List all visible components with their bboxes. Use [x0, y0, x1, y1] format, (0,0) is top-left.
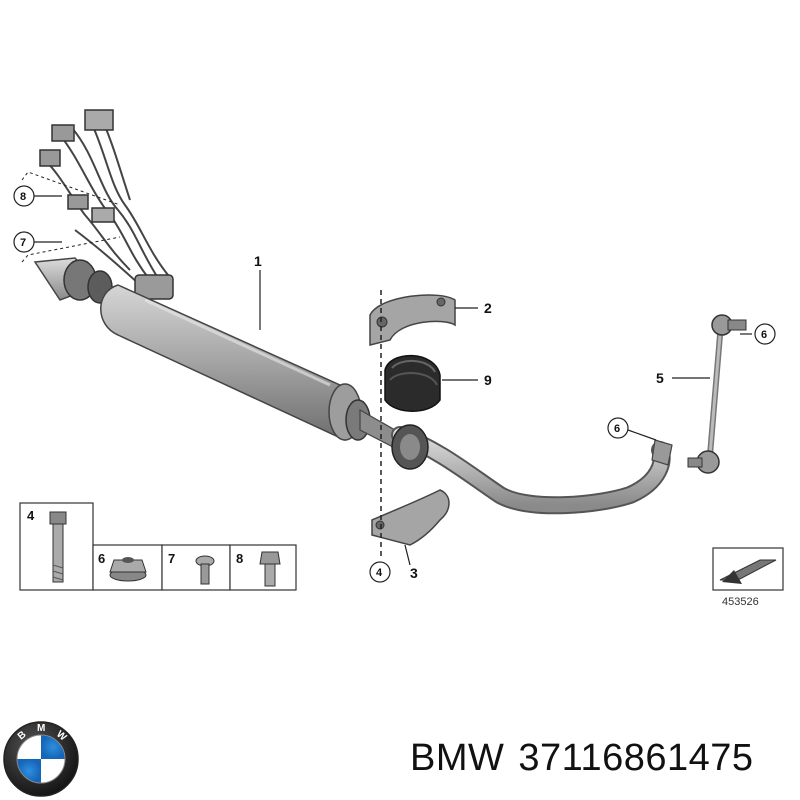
wiring-harness — [39, 109, 174, 300]
callout-circle-4: 4 — [369, 561, 391, 583]
stabilizer-link — [687, 314, 747, 474]
callout-5: 5 — [656, 370, 664, 386]
part-number: 37116861475 — [518, 737, 754, 779]
callout-6-top: 6 — [761, 329, 767, 341]
callout-8: 8 — [20, 191, 26, 203]
inset-label-7: 7 — [168, 551, 175, 566]
callout-circle-6-bottom: 6 — [607, 417, 629, 439]
callout-circle-8: 8 — [13, 185, 35, 207]
stabilizer-bar-right — [391, 424, 673, 515]
callout-6-bottom: 6 — [614, 423, 620, 435]
bracket-upper — [369, 294, 456, 346]
callout-9: 9 — [484, 372, 492, 388]
svg-text:M: M — [37, 723, 45, 734]
reference-number: 453526 — [722, 596, 759, 608]
flange-nut-icon — [109, 557, 147, 582]
rubber-bushing — [384, 354, 441, 412]
callout-circle-7: 7 — [13, 231, 35, 253]
screw-icon — [195, 555, 215, 585]
inset-label-4: 4 — [27, 508, 35, 523]
callout-2: 2 — [484, 300, 492, 316]
fastener-inset: 4 6 7 8 — [19, 502, 297, 591]
callout-4: 4 — [376, 567, 383, 579]
callout-1: 1 — [254, 253, 262, 269]
callout-circle-6-top: 6 — [754, 323, 776, 345]
active-stabilizer-actuator — [100, 284, 396, 449]
part-caption: BMW 37116861475 — [410, 737, 768, 780]
stabilizer-bar-left-end — [33, 257, 113, 304]
bolt-icon — [49, 511, 67, 583]
reference-box: 453526 — [712, 547, 784, 608]
brand-name: BMW — [410, 737, 505, 779]
callout-7: 7 — [20, 237, 26, 249]
inset-label-6: 6 — [98, 551, 105, 566]
inset-label-8: 8 — [236, 551, 243, 566]
callout-3: 3 — [410, 565, 418, 581]
hex-bolt-icon — [259, 551, 281, 587]
leader-lines — [34, 195, 752, 566]
bmw-logo: B M W — [3, 721, 79, 797]
bracket-lower — [371, 489, 450, 546]
